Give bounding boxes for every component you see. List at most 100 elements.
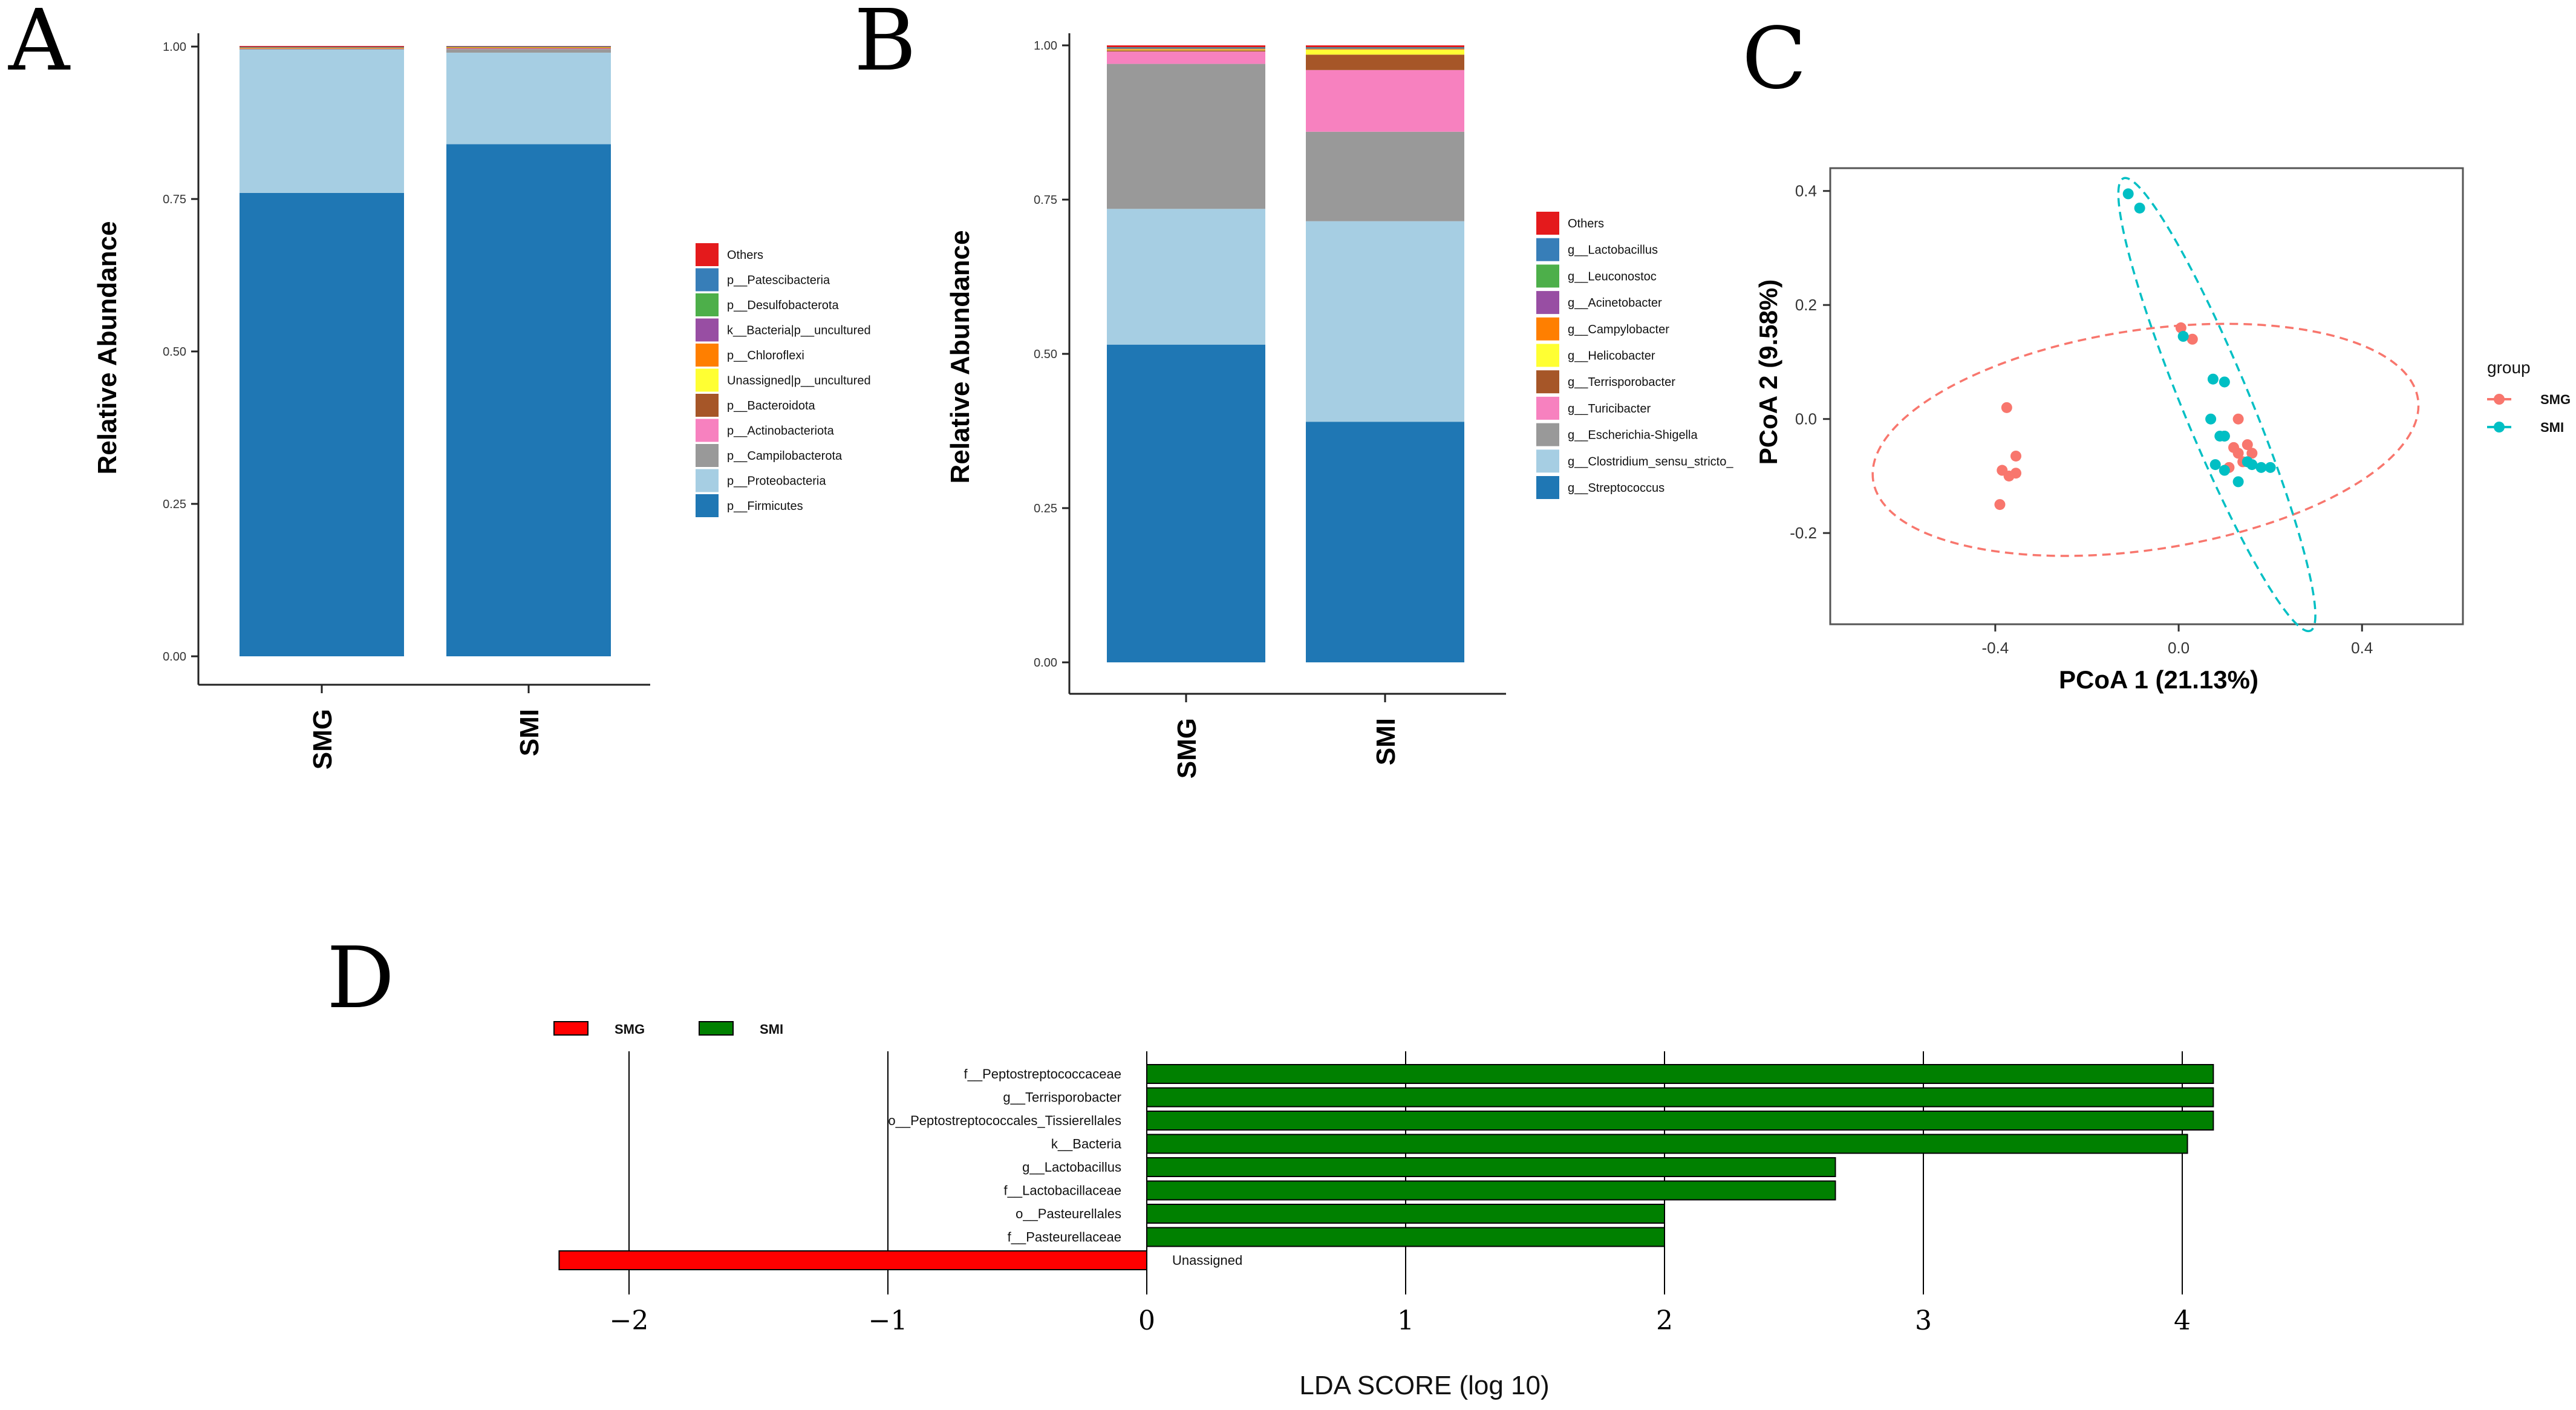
legend-swatch-p-firmicutes bbox=[696, 494, 719, 517]
y-tick-label: 0.00 bbox=[1034, 656, 1057, 670]
plot-frame bbox=[1829, 167, 2464, 625]
legend-label-g-turicibacter: g__Turicibacter bbox=[1568, 402, 1651, 416]
legend-label-g-acinetobacter: g__Acinetobacter bbox=[1568, 296, 1662, 310]
lda-bar-unassigned bbox=[558, 1250, 1147, 1270]
x-tick-label-smg: SMG bbox=[308, 709, 337, 769]
bar-segment-p-campilobacterota-smg bbox=[240, 49, 404, 50]
y-axis-title: Relative Abundance bbox=[945, 230, 975, 484]
bar-segment-p-firmicutes-smg bbox=[240, 192, 404, 656]
data-point-smi bbox=[2242, 456, 2253, 468]
bar-segment-g-acinetobacter-smi bbox=[1306, 48, 1464, 50]
bar-segment-g-acinetobacter-smg bbox=[1107, 48, 1265, 50]
bar-segment-g-clostridium-sensu-stricto-smi bbox=[1306, 221, 1464, 422]
lda-bar-label-f-pasteurellaceae: f__Pasteurellaceae bbox=[1008, 1230, 1121, 1245]
y-tick-label: 0.75 bbox=[1034, 194, 1057, 207]
bar-segment-g-lactobacillus-smg bbox=[1107, 47, 1265, 48]
lda-bar-label-g-lactobacillus: g__Lactobacillus bbox=[1022, 1160, 1121, 1175]
x-tick-label-smi: SMI bbox=[1371, 718, 1401, 765]
legend-label-others: Others bbox=[727, 249, 763, 262]
data-point-smg bbox=[2242, 439, 2253, 451]
legend-swatch-p-chloroflexi bbox=[696, 344, 719, 367]
legend-label-g-streptococcus: g__Streptococcus bbox=[1568, 481, 1665, 495]
bar-segment-g-terrisporobacter-smi bbox=[1306, 54, 1464, 70]
bar-segment-others-smi bbox=[1306, 45, 1464, 48]
legend-swatch-smg bbox=[553, 1021, 589, 1036]
lda-bar-label-o-pasteurellales: o__Pasteurellales bbox=[1016, 1206, 1121, 1221]
bar-segment-others-smg bbox=[1107, 45, 1265, 48]
bar-segment-g-turicibacter-smg bbox=[1107, 51, 1265, 64]
legend-label-g-campylobacter: g__Campylobacter bbox=[1568, 323, 1669, 336]
x-axis-title: LDA SCORE (log 10) bbox=[1299, 1371, 1549, 1400]
legend-swatch-g-escherichia-shigella bbox=[1536, 423, 1559, 446]
bar-segment-p-patescibacteria-smi bbox=[446, 46, 611, 47]
bar-segment-p-actinobacteriota-smi bbox=[446, 48, 611, 50]
legend-swatch-g-lactobacillus bbox=[1536, 238, 1559, 261]
legend-swatch-g-turicibacter bbox=[1536, 396, 1559, 420]
bar-segment-g-clostridium-sensu-stricto-smg bbox=[1107, 209, 1265, 345]
y-tick-label: 0.4 bbox=[1795, 182, 1817, 200]
bar-segment-g-streptococcus-smi bbox=[1306, 422, 1464, 662]
x-tick-label: 2 bbox=[1656, 1305, 1673, 1336]
x-tick-label: 4 bbox=[2174, 1305, 2191, 1336]
legend-swatch-p-desulfobacterota bbox=[696, 293, 719, 316]
y-axis-title: PCoA 2 (9.58%) bbox=[1754, 279, 1782, 465]
panel-letter-a: A bbox=[8, 0, 71, 90]
y-tick-label: -0.2 bbox=[1790, 524, 1817, 542]
y-tick-label: 0.25 bbox=[163, 498, 186, 511]
confidence-ellipse-smi bbox=[2117, 177, 2317, 633]
legend-label-p-firmicutes: p__Firmicutes bbox=[727, 500, 803, 513]
x-tick-label: 3 bbox=[1915, 1305, 1932, 1336]
x-tick-label: -0.4 bbox=[1981, 639, 2009, 657]
x-axis-title: PCoA 1 (21.13%) bbox=[2059, 665, 2258, 694]
data-point-smg bbox=[1994, 499, 2006, 511]
lda-bar-label-f-lactobacillaceae: f__Lactobacillaceae bbox=[1004, 1183, 1121, 1198]
data-point-smg bbox=[2186, 333, 2198, 345]
bar-segment-unassigned-p-uncultured-smg bbox=[240, 48, 404, 49]
legend-label-k-bacteria-p-uncultured: k__Bacteria|p__uncultured bbox=[727, 324, 871, 338]
data-point-smg bbox=[2010, 468, 2021, 479]
data-point-smi bbox=[2205, 413, 2217, 425]
legend-label-g-leuconostoc: g__Leuconostoc bbox=[1568, 270, 1657, 283]
data-point-smi bbox=[2207, 373, 2219, 385]
lda-bar-k-bacteria bbox=[1146, 1134, 2188, 1154]
x-tick-label-smi: SMI bbox=[515, 709, 544, 756]
legend-label-unassigned-p-uncultured: Unassigned|p__uncultured bbox=[727, 374, 871, 388]
x-tick-label-smg: SMG bbox=[1172, 718, 1202, 778]
lda-bar-label-g-terrisporobacter: g__Terrisporobacter bbox=[1003, 1090, 1121, 1105]
data-point-smi bbox=[2232, 476, 2244, 488]
bar-segment-p-campilobacterota-smi bbox=[446, 49, 611, 53]
legend-label-g-clostridium-sensu-stricto: g__Clostridium_sensu_stricto_ bbox=[1568, 455, 1733, 468]
data-point-smi bbox=[2177, 331, 2189, 342]
y-tick-label: 0.75 bbox=[163, 193, 186, 206]
legend-marker-smi bbox=[2494, 422, 2505, 432]
legend-label-g-helicobacter: g__Helicobacter bbox=[1568, 350, 1655, 363]
legend-label-g-terrisporobacter: g__Terrisporobacter bbox=[1568, 376, 1675, 389]
bar-segment-p-proteobacteria-smi bbox=[446, 53, 611, 145]
data-point-smg bbox=[2001, 402, 2012, 413]
data-point-smi bbox=[2265, 462, 2276, 473]
bar-segment-p-chloroflexi-smi bbox=[446, 47, 611, 48]
data-point-smg bbox=[2232, 413, 2244, 425]
data-point-smi bbox=[2122, 188, 2134, 200]
legend-swatch-g-acinetobacter bbox=[1536, 291, 1559, 315]
legend-label-p-chloroflexi: p__Chloroflexi bbox=[727, 349, 804, 362]
data-point-smg bbox=[2010, 450, 2021, 462]
bar-segment-p-proteobacteria-smg bbox=[240, 50, 404, 193]
legend-label-smi: SMI bbox=[2540, 420, 2564, 435]
legend-swatch-g-terrisporobacter bbox=[1536, 370, 1559, 394]
y-tick-label: 0.00 bbox=[163, 650, 186, 664]
bar-segment-g-helicobacter-smi bbox=[1306, 50, 1464, 55]
data-point-smi bbox=[2209, 459, 2221, 471]
panel-letter-c: C bbox=[1742, 10, 1807, 108]
legend-label-p-actinobacteriota: p__Actinobacteriota bbox=[727, 425, 835, 438]
y-tick-label: 1.00 bbox=[1034, 39, 1057, 53]
lda-bar-g-terrisporobacter bbox=[1146, 1087, 2214, 1108]
bar-segment-g-streptococcus-smg bbox=[1107, 344, 1265, 662]
lda-bar-f-lactobacillaceae bbox=[1146, 1180, 1836, 1201]
legend-swatch-p-patescibacteria bbox=[696, 268, 719, 292]
y-tick-label: 0.25 bbox=[1034, 502, 1057, 515]
